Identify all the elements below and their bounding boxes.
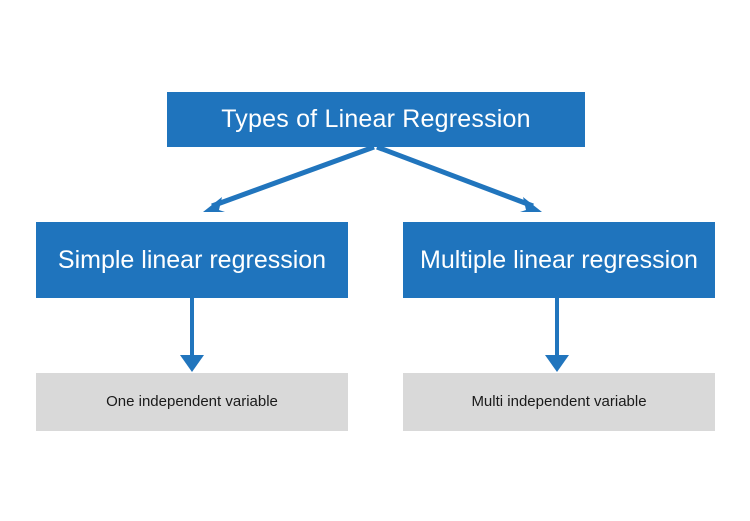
node-multi-variable-label: Multi independent variable — [471, 393, 647, 411]
node-root-label: Types of Linear Regression — [221, 105, 531, 134]
connector-multiple-to-multi-variable — [545, 297, 569, 372]
connector-root-to-multiple — [376, 144, 542, 212]
node-multiple-label: Multiple linear regression — [420, 245, 698, 274]
node-one-independent-variable[interactable]: One independent variable — [36, 373, 348, 431]
node-multi-independent-variable[interactable]: Multi independent variable — [403, 373, 715, 431]
node-simple-linear-regression[interactable]: Simple linear regression — [36, 222, 348, 298]
node-types-of-linear-regression[interactable]: Types of Linear Regression — [167, 92, 585, 147]
node-simple-label: Simple linear regression — [57, 245, 327, 274]
node-one-variable-label: One independent variable — [106, 393, 278, 411]
connector-simple-to-one-variable — [180, 297, 204, 372]
node-multiple-linear-regression[interactable]: Multiple linear regression — [403, 222, 715, 298]
connector-root-to-simple — [203, 144, 375, 212]
